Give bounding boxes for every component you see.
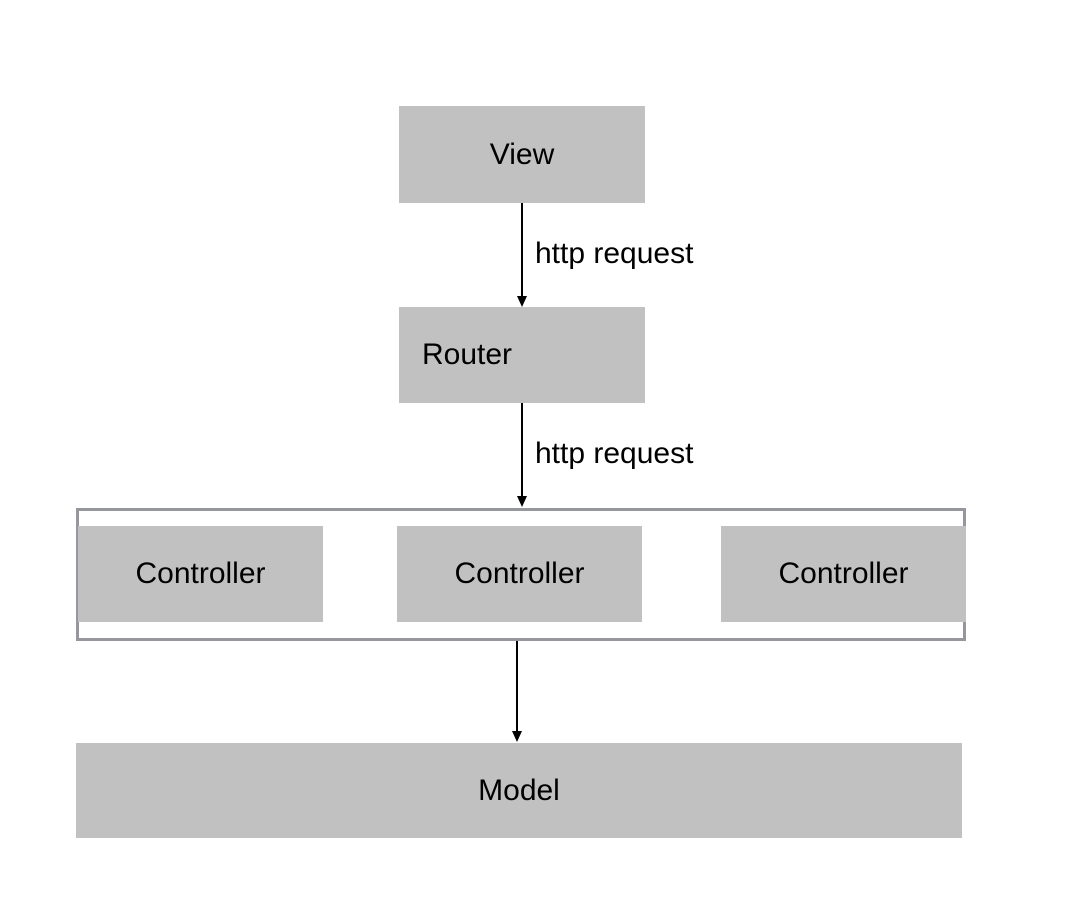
arrow-down-icon xyxy=(517,496,527,507)
node-model-label: Model xyxy=(478,773,560,807)
node-controller-1-label: Controller xyxy=(135,557,266,590)
node-controller-2-label: Controller xyxy=(454,557,585,590)
arrow-down-icon xyxy=(517,296,527,307)
node-controller-3-label: Controller xyxy=(778,557,909,590)
edge-router-to-controllers-label: http request xyxy=(535,437,694,470)
node-view: View xyxy=(399,106,645,203)
node-router-label: Router xyxy=(422,338,513,371)
node-controller-1: Controller xyxy=(78,526,323,622)
node-controller-2: Controller xyxy=(397,526,642,622)
edge-view-to-router-label: http request xyxy=(535,237,694,270)
edge-controllers-to-model-line xyxy=(516,641,518,731)
node-view-label: View xyxy=(489,137,555,171)
arrow-down-icon xyxy=(512,731,522,742)
node-controller-3: Controller xyxy=(721,526,966,622)
edge-view-to-router-line xyxy=(521,203,523,296)
edge-router-to-controllers-line xyxy=(521,403,523,496)
node-model: Model xyxy=(76,743,962,838)
node-router: Router xyxy=(399,307,645,403)
